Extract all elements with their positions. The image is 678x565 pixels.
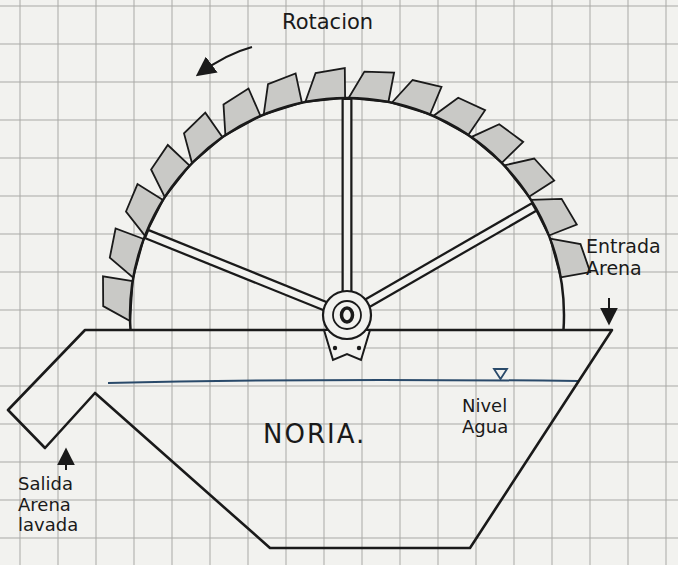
tank-body: NORIA. bbox=[8, 330, 612, 548]
grid-line bbox=[666, 0, 667, 565]
inlet-arrow bbox=[608, 298, 610, 322]
wheel-bucket bbox=[103, 276, 133, 321]
grid-line bbox=[552, 0, 553, 565]
wheel-spokes bbox=[146, 98, 535, 315]
wheel bbox=[103, 68, 590, 331]
grid-line bbox=[590, 0, 591, 565]
grid-line bbox=[0, 196, 678, 197]
grid-line bbox=[248, 0, 249, 565]
hub-bracket bbox=[324, 330, 370, 360]
wheel-spoke bbox=[146, 234, 347, 315]
water-level-line bbox=[108, 380, 578, 383]
outlet-arrow bbox=[65, 451, 67, 470]
wheel-bucket bbox=[504, 159, 554, 197]
wheel-spoke bbox=[342, 98, 353, 315]
wheel-rim bbox=[130, 98, 564, 331]
grid-line bbox=[0, 348, 678, 349]
bolt bbox=[357, 346, 361, 350]
wheel-bucket bbox=[531, 199, 577, 236]
grid-line bbox=[0, 158, 678, 159]
grid-line bbox=[0, 44, 678, 45]
wheel-spoke bbox=[347, 207, 535, 316]
grid-line bbox=[0, 6, 678, 7]
grid-line bbox=[438, 0, 439, 565]
grid-line bbox=[96, 0, 97, 565]
grid-line bbox=[210, 0, 211, 565]
outlet-label: Salida Arena lavada bbox=[18, 474, 86, 536]
hub-inner bbox=[333, 301, 361, 329]
grid-line bbox=[0, 462, 678, 463]
wheel-bucket bbox=[224, 89, 261, 136]
wheel-bucket bbox=[184, 113, 223, 163]
rotation-arrow bbox=[199, 47, 252, 74]
grid-line bbox=[172, 0, 173, 565]
grid-line bbox=[0, 120, 678, 121]
water-level-label: Nivel Agua bbox=[462, 396, 526, 437]
grid-line bbox=[628, 0, 629, 565]
hub-outer bbox=[323, 291, 371, 339]
hub-axle bbox=[342, 308, 353, 322]
wheel-spoke-inner bbox=[344, 100, 351, 315]
water-level-symbol bbox=[494, 369, 507, 379]
wheel-spoke-inner bbox=[148, 234, 347, 315]
grid-line bbox=[0, 234, 678, 235]
bolt bbox=[333, 346, 337, 350]
rotation-label: Rotacion bbox=[282, 10, 373, 34]
wheel-buckets bbox=[103, 68, 590, 321]
grid-line bbox=[476, 0, 477, 565]
wheel-spoke-inner bbox=[347, 208, 533, 316]
tank-label: NORIA. bbox=[263, 420, 366, 450]
grid-line bbox=[0, 538, 678, 539]
inlet-label: Entrada Arena bbox=[586, 236, 670, 280]
grid-line bbox=[0, 500, 678, 501]
tank-outline-path bbox=[8, 330, 612, 548]
